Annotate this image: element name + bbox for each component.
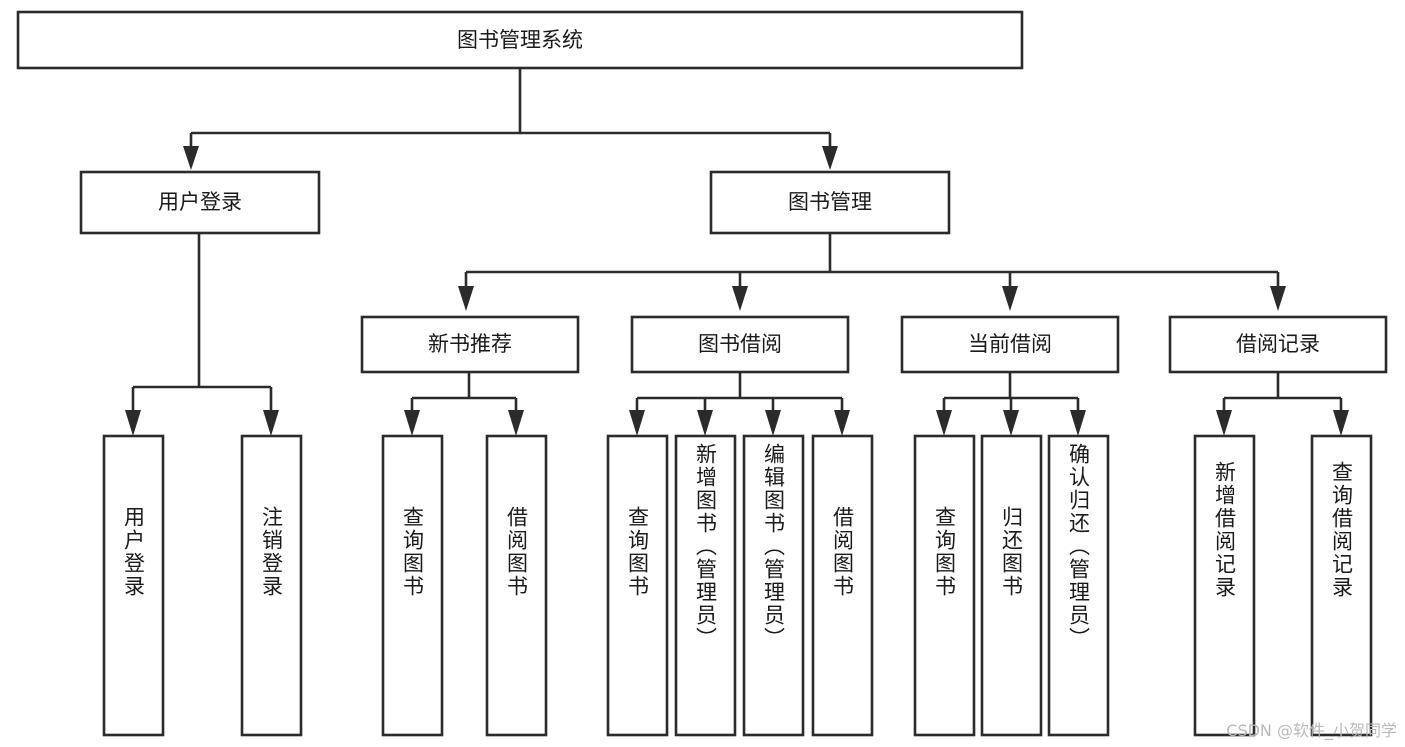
node-box <box>360 315 580 374</box>
leaf-box-confirm-return[interactable] <box>1047 434 1110 737</box>
leaf-box-query-book-3[interactable] <box>913 434 976 737</box>
node-label: 图书借阅 <box>698 332 782 356</box>
arrow-head-icon <box>765 410 781 436</box>
arrow-head-icon <box>1333 410 1349 436</box>
arrow-head-icon <box>263 410 279 436</box>
leaf-box-query-record[interactable] <box>1310 434 1373 737</box>
leaf-box-borrow-book-2[interactable] <box>811 434 874 737</box>
node-box <box>709 170 951 235</box>
node-new-book-recommend[interactable]: 新书推荐 <box>360 315 580 374</box>
node-label: 新书推荐 <box>428 332 512 356</box>
connector-userlogin-to-leaves <box>125 233 279 436</box>
node-label: 用户登录 <box>158 190 242 214</box>
arrow-head-icon <box>822 146 838 170</box>
node-label: 借阅记录 <box>1236 332 1320 356</box>
leaf-box-add-record[interactable] <box>1193 434 1256 737</box>
leaf-box-edit-book[interactable] <box>742 434 805 737</box>
leaf-box-query-book-1[interactable] <box>381 434 444 737</box>
arrow-head-icon <box>125 410 141 436</box>
arrow-head-icon <box>1003 410 1019 436</box>
arrow-head-icon <box>458 286 474 311</box>
arrow-head-icon <box>508 410 524 436</box>
arrow-head-icon <box>732 286 748 311</box>
node-box <box>900 315 1120 374</box>
node-book-management[interactable]: 图书管理 <box>709 170 951 235</box>
connector-bookborrow-to-leaves <box>629 372 850 436</box>
arrow-head-icon <box>629 410 645 436</box>
watermark: CSDN @软件_小贺同学 <box>1226 721 1397 740</box>
arrow-head-icon <box>697 410 713 436</box>
leaf-box-logout[interactable] <box>240 434 303 737</box>
leaf-box-query-book-2[interactable] <box>606 434 669 737</box>
node-root-system[interactable]: 图书管理系统 <box>16 10 1024 70</box>
arrow-head-icon <box>1216 410 1232 436</box>
leaf-box-user-login[interactable] <box>102 434 165 737</box>
node-label: 当前借阅 <box>968 332 1052 356</box>
node-box <box>630 315 850 374</box>
node-book-borrow[interactable]: 图书借阅 <box>630 315 850 374</box>
arrow-head-icon <box>183 146 199 170</box>
arrow-head-icon <box>1270 286 1286 311</box>
node-box <box>16 10 1024 70</box>
arrow-head-icon <box>834 410 850 436</box>
node-label: 图书管理 <box>788 190 872 214</box>
connector-borrowrecords-to-leaves <box>1216 372 1349 436</box>
node-borrow-records[interactable]: 借阅记录 <box>1168 315 1388 374</box>
arrow-head-icon <box>404 410 420 436</box>
connector-newbook-to-leaves <box>404 372 524 436</box>
node-user-login[interactable]: 用户登录 <box>79 170 321 235</box>
node-box <box>79 170 321 235</box>
connector-root-to-level2 <box>183 68 838 170</box>
connector-bookmgmt-to-level3 <box>458 233 1286 311</box>
leaf-box-add-book[interactable] <box>674 434 737 737</box>
connector-currentborrow-to-leaves <box>936 372 1086 436</box>
arrow-head-icon <box>936 410 952 436</box>
arrow-head-icon <box>1070 410 1086 436</box>
arrow-head-icon <box>1002 286 1018 311</box>
node-box <box>1168 315 1388 374</box>
node-label: 图书管理系统 <box>457 28 583 52</box>
leaf-box-return-book[interactable] <box>980 434 1043 737</box>
leaf-box-borrow-book-1[interactable] <box>485 434 548 737</box>
node-current-borrow[interactable]: 当前借阅 <box>900 315 1120 374</box>
